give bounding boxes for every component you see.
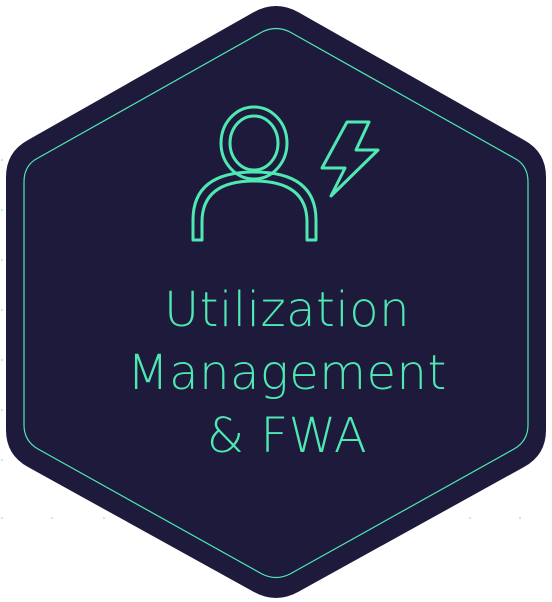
title-line-1: Utilization: [164, 282, 410, 338]
badge-title: Utilization Management & FWA: [127, 282, 447, 464]
hexagon-inner-border: [23, 27, 529, 579]
title-line-2: Management: [127, 345, 447, 401]
edge-dots: [1, 159, 521, 519]
hexagon-background: [6, 6, 546, 598]
user-lightning-icon: [191, 105, 380, 242]
title-line-3: & FWA: [207, 408, 367, 464]
lightning-icon: [320, 120, 380, 198]
user-icon: [191, 105, 318, 242]
